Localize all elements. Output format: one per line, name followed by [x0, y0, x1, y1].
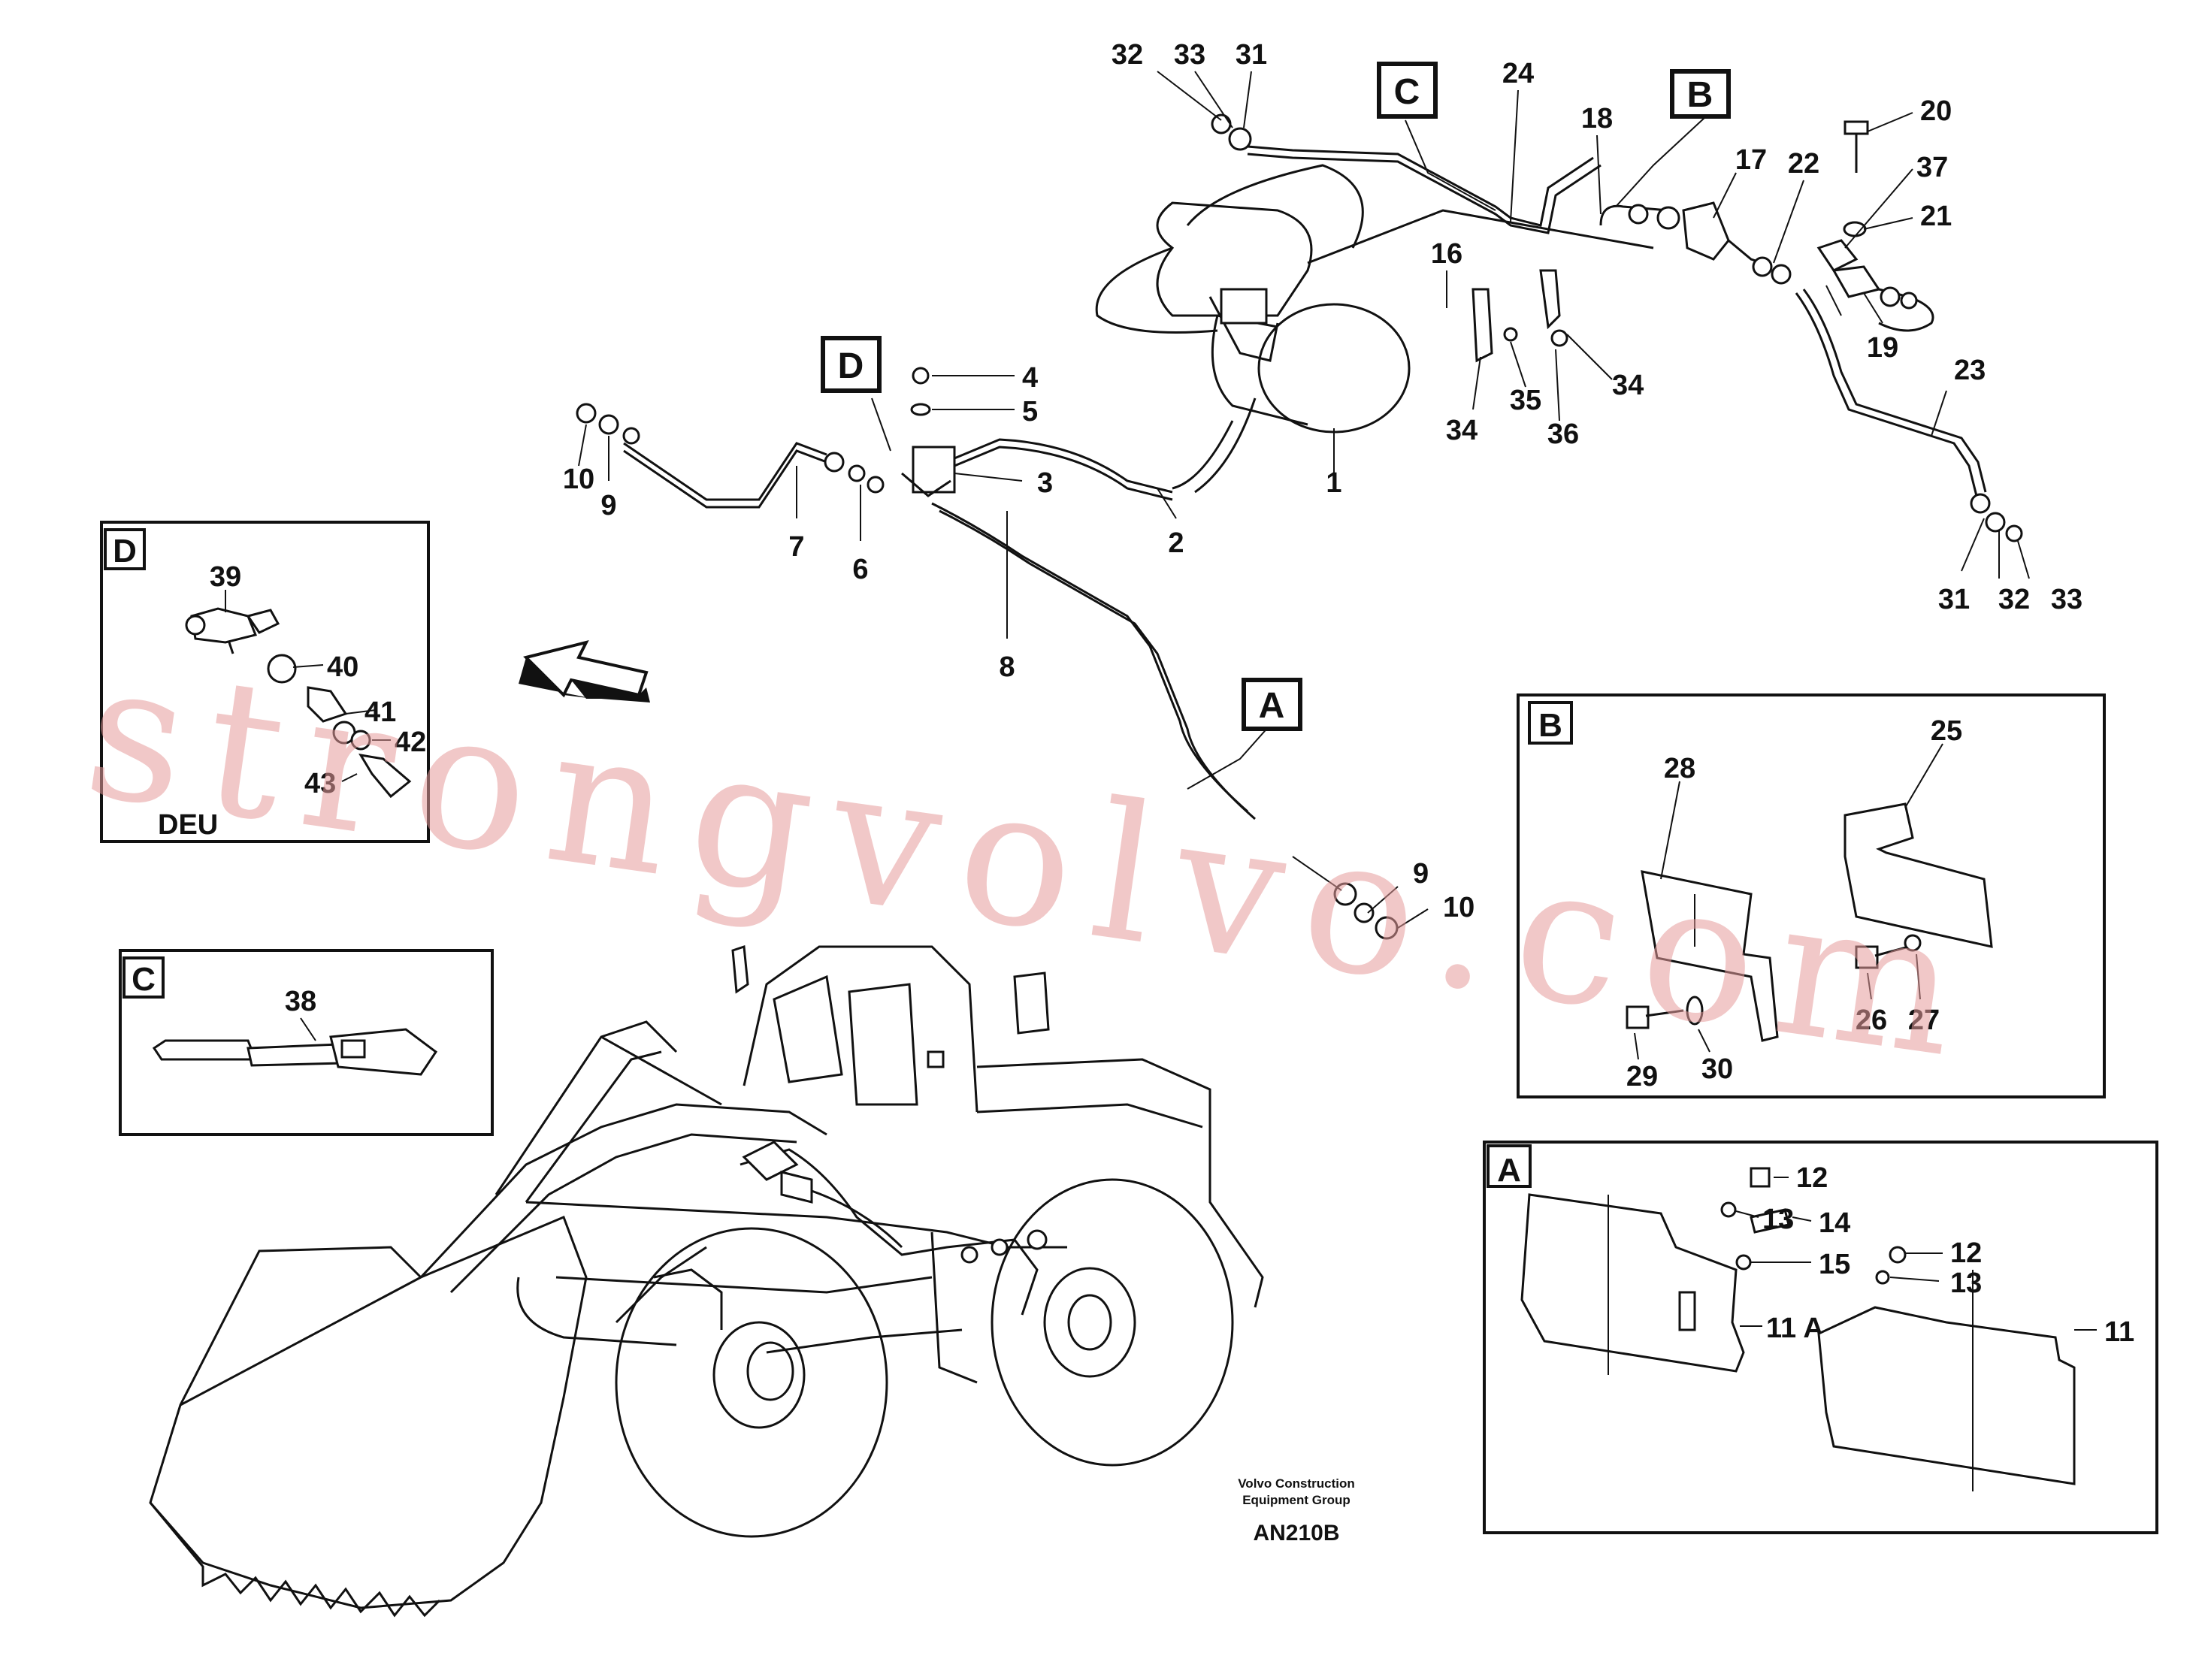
- tag-c: C: [1377, 62, 1438, 119]
- detail-a-panel: A 11 A 11 12 13 14 15 12 13: [1483, 1141, 2158, 1534]
- footer-code: AN210B: [1253, 1521, 1339, 1546]
- callout-19: 19: [1867, 332, 1898, 364]
- tag-d: D: [821, 336, 882, 393]
- callout-9: 9: [600, 490, 616, 521]
- callout-21: 21: [1920, 201, 1952, 232]
- detail-b-panel: B 28 25 29 30 26 27: [1517, 693, 2106, 1098]
- callout-2: 2: [1168, 527, 1184, 559]
- callout-33b: 33: [2051, 584, 2082, 615]
- detail-d-note: DEU: [158, 809, 218, 841]
- detail-a-14: 14: [1819, 1207, 1850, 1239]
- callout-22: 22: [1788, 148, 1819, 180]
- detail-d-43: 43: [304, 768, 336, 799]
- callout-24: 24: [1502, 58, 1534, 89]
- detail-d-42: 42: [395, 727, 426, 758]
- detail-a-11a: 11 A: [1766, 1313, 1824, 1344]
- callout-20: 20: [1920, 95, 1952, 127]
- callout-10b: 10: [1443, 892, 1475, 923]
- svg-text:A: A: [1259, 686, 1285, 726]
- callout-6: 6: [852, 554, 868, 585]
- detail-a-13: 13: [1762, 1204, 1794, 1235]
- callout-33: 33: [1174, 39, 1205, 71]
- air-tank-assembly: [1095, 164, 1654, 494]
- callout-tags: C B D A: [821, 62, 1731, 731]
- detail-c-38: 38: [285, 986, 316, 1017]
- detail-a-13b: 13: [1950, 1268, 1982, 1299]
- callout-17: 17: [1735, 144, 1767, 176]
- detail-c-panel: C 38: [119, 949, 494, 1136]
- callout-37: 37: [1916, 152, 1948, 183]
- callout-5: 5: [1022, 396, 1038, 428]
- detail-d-40: 40: [327, 651, 358, 683]
- svg-text:A: A: [1497, 1152, 1521, 1189]
- footer: Volvo Construction Equipment Group AN210…: [1238, 1476, 1355, 1546]
- callout-7: 7: [788, 531, 804, 563]
- callout-3: 3: [1037, 467, 1053, 499]
- callout-32b: 32: [1998, 584, 2030, 615]
- detail-a-15: 15: [1819, 1249, 1850, 1280]
- svg-text:C: C: [132, 961, 156, 998]
- callout-8: 8: [999, 651, 1015, 683]
- detail-d-panel: D 39 40 41 42 43 DEU: [100, 521, 430, 843]
- callout-36: 36: [1547, 418, 1579, 450]
- callout-16: 16: [1431, 238, 1462, 270]
- wheel-loader-illustration: [149, 944, 1264, 1618]
- leader-lines: [578, 71, 2030, 929]
- svg-text:B: B: [1687, 75, 1713, 115]
- svg-text:D: D: [838, 346, 864, 386]
- footer-group: Equipment Group: [1242, 1493, 1350, 1507]
- callout-numbers: 1 2 3 4 5 6 7 8 9 10 9 10 16 17 18 19 20…: [563, 39, 2082, 923]
- detail-b-28: 28: [1664, 753, 1695, 784]
- callout-23: 23: [1954, 355, 1986, 386]
- front-pipes: [576, 403, 1399, 940]
- callout-9b: 9: [1413, 858, 1429, 890]
- callout-32: 32: [1112, 39, 1143, 71]
- callout-10: 10: [563, 464, 594, 495]
- detail-b-25: 25: [1931, 715, 1962, 747]
- callout-31b: 31: [1938, 584, 1970, 615]
- detail-b-30: 30: [1701, 1053, 1733, 1085]
- detail-a-12: 12: [1796, 1162, 1828, 1194]
- top-pipes: [910, 113, 2023, 542]
- svg-text:D: D: [113, 533, 137, 570]
- detail-b-26: 26: [1856, 1005, 1887, 1036]
- callout-31: 31: [1236, 39, 1267, 71]
- footer-company: Volvo Construction: [1238, 1476, 1355, 1491]
- callout-34a: 34: [1446, 415, 1478, 446]
- detail-a-12b: 12: [1950, 1237, 1982, 1269]
- svg-text:C: C: [1394, 72, 1420, 112]
- svg-text:B: B: [1538, 707, 1562, 744]
- tag-b: B: [1670, 69, 1731, 119]
- detail-b-29: 29: [1626, 1061, 1658, 1092]
- callout-18: 18: [1581, 103, 1613, 134]
- detail-d-39: 39: [210, 561, 241, 593]
- tag-a: A: [1242, 678, 1302, 731]
- direction-arrow: [519, 640, 650, 703]
- callout-35: 35: [1510, 385, 1541, 416]
- callout-4: 4: [1022, 362, 1038, 394]
- callout-34b: 34: [1612, 370, 1644, 401]
- detail-d-41: 41: [364, 696, 396, 728]
- detail-a-11: 11: [2104, 1316, 2134, 1348]
- detail-b-27: 27: [1908, 1005, 1940, 1036]
- callout-1: 1: [1326, 467, 1341, 499]
